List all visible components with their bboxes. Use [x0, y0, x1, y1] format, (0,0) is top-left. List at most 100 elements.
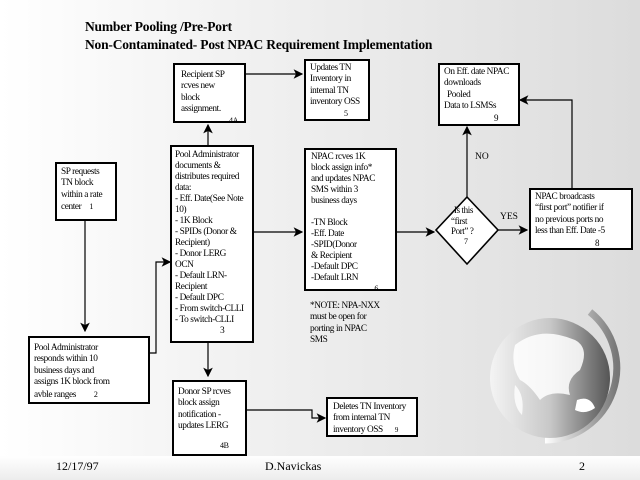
- box-text: NPAC broadcasts: [535, 192, 595, 202]
- box-text: SMS within 3: [311, 185, 358, 195]
- globe-icon: [490, 309, 621, 444]
- box-text: within a rate: [61, 189, 103, 200]
- box-text: OCN: [175, 260, 194, 270]
- box-text: Pool Administrator: [34, 343, 98, 353]
- step-number: 4B: [220, 440, 229, 450]
- box-text: - Donor LERG: [175, 249, 226, 259]
- decision-text-line: Port” ?: [451, 226, 474, 236]
- step-8-box: NPAC broadcasts “first port” notifier if…: [529, 188, 633, 250]
- step-9b-box: Deletes TN Inventory from internal TN in…: [326, 397, 418, 437]
- box-text: downloads: [444, 78, 481, 89]
- box-text: distributes required: [175, 172, 240, 182]
- step-4b-box: Donor SP rcves block assign notification…: [172, 380, 247, 456]
- box-text: internal TN: [310, 85, 349, 96]
- box-text: - Eff. Date(See Note: [175, 194, 244, 204]
- step-number: 7: [464, 236, 468, 246]
- yes-label: YES: [500, 212, 518, 222]
- step-3-box: Pool Administrator documents & distribut…: [170, 145, 254, 343]
- box-text: -Default LRN: [311, 273, 359, 283]
- arrow-2-to-3: [150, 257, 172, 354]
- decision-diamond: [434, 195, 500, 266]
- box-text: - From switch-CLLI: [175, 304, 244, 314]
- box-text: Inventory in: [310, 74, 351, 85]
- box-text: On Eff. date NPAC: [444, 67, 509, 77]
- box-text: -SPID(Donor: [311, 240, 357, 250]
- box-text: documents &: [175, 161, 221, 171]
- arrow-4b-to-9b: [246, 409, 327, 423]
- decision-text: Is this “first Port” ? 7: [451, 205, 485, 247]
- footer-date: 12/17/97: [56, 459, 99, 473]
- box-text: data:: [175, 183, 192, 193]
- arrow-8-to-9: [518, 95, 573, 188]
- box-text: less than Eff. Date -5: [535, 226, 605, 237]
- no-label: NO: [475, 152, 489, 162]
- box-text: updates LERG: [178, 421, 229, 432]
- box-text: center: [61, 202, 82, 213]
- box-text: SP requests: [61, 167, 100, 177]
- box-text: rcves new: [181, 81, 215, 92]
- step-number: 6: [374, 284, 378, 291]
- box-text-spacer: [311, 207, 390, 218]
- box-text: responds within 10: [34, 354, 98, 365]
- box-text: - SPIDs (Donor &: [175, 227, 237, 237]
- box-text: no previous ports no: [535, 214, 604, 225]
- box-text: -Default DPC: [311, 262, 358, 272]
- box-text: notification -: [178, 409, 221, 420]
- box-text: Data to LSMSs: [444, 101, 497, 112]
- note-text: *NOTE: NPA-NXX: [310, 301, 380, 311]
- box-text: block assign: [178, 398, 220, 409]
- box-text: and updates NPAC: [311, 174, 376, 184]
- box-text: TN block: [61, 178, 94, 189]
- step-4a-box: Recipient SP rcves new block assignment.…: [173, 63, 246, 123]
- box-text: Recipient): [175, 238, 210, 248]
- box-text: Deletes TN Inventory: [333, 402, 406, 412]
- title-line-1: Number Pooling /Pre-Port: [85, 19, 232, 34]
- box-text: Updates TN: [310, 63, 352, 73]
- step-9-box: On Eff. date NPAC downloads Pooled Data …: [438, 63, 520, 126]
- box-text: Pooled: [447, 89, 471, 100]
- step-number: 4A: [229, 115, 238, 123]
- box-text: block: [181, 92, 200, 103]
- page-number: 2: [579, 459, 585, 473]
- box-text: “first port” notifier if: [535, 203, 604, 214]
- slide-title: Number Pooling /Pre-Port Non-Contaminate…: [85, 18, 432, 54]
- step-6-box: NPAC rcves 1K block assign info* and upd…: [304, 148, 397, 291]
- box-text: - 1K Block: [175, 216, 213, 226]
- box-text: Recipient SP: [181, 70, 225, 80]
- box-text: -Eff. Date: [311, 229, 344, 239]
- box-text: Pool Administrator: [175, 150, 239, 160]
- footer-author: D.Navickas: [265, 459, 322, 473]
- box-text: assigns 1K block from: [34, 377, 110, 388]
- box-text: assignment.: [181, 104, 221, 115]
- step-number: 1: [89, 202, 93, 212]
- box-text: from internal TN: [333, 413, 390, 424]
- npa-nxx-note: *NOTE: NPA-NXX must be open for porting …: [310, 301, 380, 347]
- step-5-box: Updates TN Inventory in internal TN inve…: [304, 59, 370, 121]
- note-text: must be open for: [310, 312, 367, 323]
- step-number: 9: [494, 112, 499, 123]
- box-text: - To switch-CLLI: [175, 315, 234, 325]
- box-text: - Default LRN-: [175, 271, 227, 281]
- step-number: 9: [394, 425, 399, 434]
- box-text: 10): [175, 205, 187, 215]
- step-number: 2: [93, 389, 98, 399]
- box-text: Donor SP rcves: [178, 387, 231, 397]
- box-text: & Recipient: [311, 251, 352, 261]
- box-text: business days and: [34, 365, 94, 376]
- step-2-box: Pool Administrator responds within 10 bu…: [28, 336, 150, 404]
- box-text: -TN Block: [311, 218, 348, 228]
- box-text: NPAC rcves 1K: [311, 152, 366, 162]
- step-number: 5: [344, 108, 348, 118]
- note-text: SMS: [310, 335, 328, 346]
- step-number: 8: [595, 237, 600, 248]
- decision-text-line: Is this: [454, 205, 473, 215]
- box-text: inventory OSS: [310, 97, 360, 108]
- footer-band: [0, 456, 640, 480]
- note-text: porting in NPAC: [310, 323, 367, 334]
- box-text: Recipient: [175, 282, 208, 292]
- box-text: - Default DPC: [175, 293, 224, 303]
- step-number: 3: [220, 326, 225, 336]
- decision-text-line: “first: [451, 215, 468, 226]
- box-text: block assign info*: [311, 163, 372, 173]
